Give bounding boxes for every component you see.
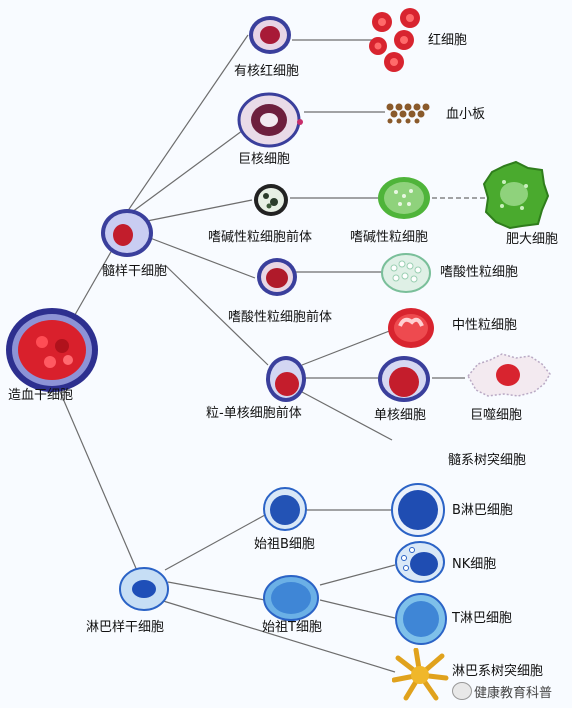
label-neutrophil: 中性粒细胞 bbox=[452, 318, 518, 333]
label-rbc: 红细胞 bbox=[428, 33, 468, 48]
label-basophil: 嗜碱性粒细胞 bbox=[350, 230, 429, 245]
line-lymphoid-t bbox=[167, 581, 266, 601]
eosinophil-precursor bbox=[257, 258, 297, 296]
monocyte bbox=[378, 356, 430, 402]
label-t-cell: T淋巴细胞 bbox=[452, 611, 512, 626]
line-myeloid-gm bbox=[164, 264, 269, 366]
line-myeloid-nrbc bbox=[124, 34, 249, 216]
line-lymphoid-b bbox=[164, 514, 266, 571]
nucleated-rbc bbox=[249, 16, 291, 54]
lymphoid-dendritic-cell bbox=[392, 648, 449, 701]
line-hsc-myeloid bbox=[71, 249, 113, 321]
hematopoietic-stem-cell bbox=[6, 308, 98, 392]
t-lymphocyte bbox=[395, 593, 447, 645]
basophil-precursor bbox=[254, 184, 288, 216]
progenitor-t-cell bbox=[263, 575, 319, 621]
line-myeloid-mega bbox=[127, 124, 251, 216]
label-nucleated-rbc: 有核红细胞 bbox=[234, 64, 300, 79]
b-lymphocyte bbox=[391, 483, 445, 537]
line-hsc-lymphoid bbox=[54, 379, 139, 574]
label-myeloid-stem: 髓样干细胞 bbox=[102, 264, 168, 279]
line-gm-dc bbox=[301, 391, 393, 441]
label-t-progenitor: 始祖T细胞 bbox=[262, 620, 322, 635]
lymphoid-stem-cell bbox=[119, 567, 169, 611]
label-platelet: 血小板 bbox=[446, 107, 486, 122]
basophil bbox=[378, 177, 430, 219]
macrophage bbox=[467, 353, 551, 397]
label-mast-cell: 肥大细胞 bbox=[506, 232, 559, 247]
line-lymphoid-dc bbox=[159, 599, 396, 673]
megakaryocyte bbox=[237, 92, 303, 148]
label-lymphoid-dc: 淋巴系树突细胞 bbox=[452, 664, 544, 679]
line-myeloid-baso bbox=[141, 199, 253, 223]
label-nk-cell: NK细胞 bbox=[452, 557, 497, 572]
label-myeloid-dc: 髓系树突细胞 bbox=[448, 453, 527, 468]
line-myeloid-eos bbox=[149, 237, 256, 279]
platelets bbox=[386, 103, 430, 124]
label-hsc: 造血干细胞 bbox=[8, 388, 74, 403]
line-gm-neutrophil bbox=[301, 329, 393, 366]
label-gm-precursor: 粒-单核细胞前体 bbox=[206, 406, 302, 421]
gm-precursor bbox=[266, 356, 306, 402]
neutrophil bbox=[388, 308, 434, 348]
label-b-cell: B淋巴细胞 bbox=[452, 503, 513, 518]
progenitor-b-cell bbox=[263, 487, 307, 531]
label-macrophage: 巨噬细胞 bbox=[470, 408, 523, 423]
mast-cell bbox=[482, 160, 550, 230]
label-eosinophil: 嗜酸性粒细胞 bbox=[440, 265, 519, 280]
myeloid-stem-cell bbox=[101, 209, 153, 257]
line-t-tcell bbox=[319, 599, 396, 619]
label-megakaryocyte: 巨核细胞 bbox=[238, 152, 291, 167]
label-lymphoid-stem: 淋巴样干细胞 bbox=[86, 620, 165, 635]
label-b-progenitor: 始祖B细胞 bbox=[254, 537, 315, 552]
watermark-text: 健康教育科普 bbox=[474, 686, 553, 701]
label-monocyte: 单核细胞 bbox=[374, 408, 427, 423]
label-baso-precursor: 嗜碱性粒细胞前体 bbox=[208, 230, 313, 245]
red-blood-cells bbox=[369, 8, 420, 72]
wechat-icon bbox=[452, 682, 472, 700]
nk-cell bbox=[395, 541, 445, 583]
label-eos-precursor: 嗜酸性粒细胞前体 bbox=[228, 310, 333, 325]
eosinophil bbox=[381, 253, 431, 293]
line-t-nk bbox=[319, 564, 396, 586]
